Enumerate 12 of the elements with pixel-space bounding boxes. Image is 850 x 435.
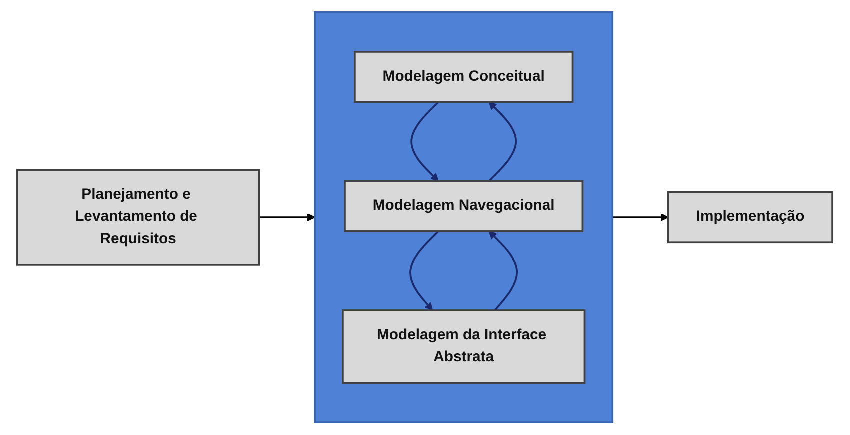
node-box: Implementação	[668, 191, 834, 244]
arrow	[259, 213, 316, 222]
node-box: Modelagem Conceitual	[354, 51, 574, 104]
arrow	[410, 102, 440, 182]
arrow	[488, 231, 518, 312]
node-box: Modelagem da Interface Abstrata	[342, 310, 586, 384]
cluster	[314, 12, 614, 424]
node-box: Planejamento e Levantamento de Requisitos	[16, 169, 260, 266]
arrow	[410, 230, 440, 311]
node-box: Modelagem Navegacional	[344, 180, 584, 232]
arrow	[488, 102, 518, 182]
arrow	[612, 213, 669, 222]
